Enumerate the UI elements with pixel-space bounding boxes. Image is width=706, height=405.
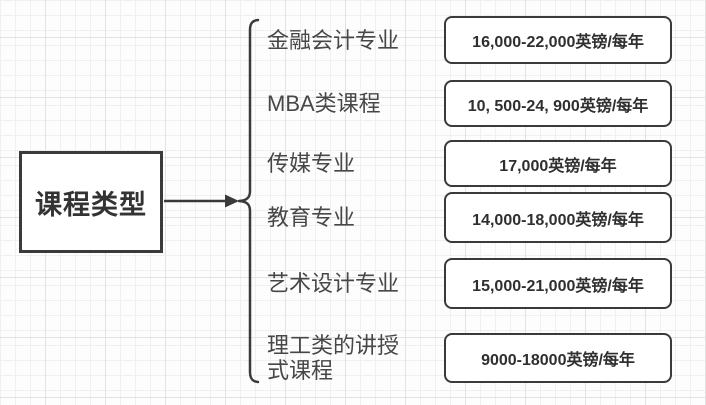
price-node: 16,000-22,000英镑/每年 [444, 16, 672, 64]
price-label: 10, 500-24, 900英镑/每年 [467, 97, 649, 115]
diagram-row: MBA类课程 10, 500-24, 900英镑/每年 [267, 80, 672, 127]
category-label: 理工类的讲授式课程 [267, 333, 400, 383]
diagram-row: 理工类的讲授式课程 9000-18000英镑/每年 [267, 333, 672, 383]
category-label: MBA类课程 [267, 91, 381, 116]
category-label: 传媒专业 [267, 151, 356, 176]
category-label: 金融会计专业 [267, 27, 400, 53]
category-label: 教育专业 [267, 205, 356, 230]
diagram-row: 传媒专业 17,000英镑/每年 [267, 140, 672, 187]
price-node: 14,000-18,000英镑/每年 [444, 192, 672, 243]
diagram-row: 教育专业 14,000-18,000英镑/每年 [267, 192, 672, 243]
root-node: 课程类型 [19, 151, 163, 253]
price-label: 14,000-18,000英镑/每年 [472, 211, 644, 229]
price-node: 15,000-21,000英镑/每年 [444, 258, 672, 309]
root-node-label: 课程类型 [35, 189, 147, 220]
diagram-row: 金融会计专业 16,000-22,000英镑/每年 [267, 16, 672, 64]
price-node: 9000-18000英镑/每年 [444, 333, 672, 383]
price-node: 17,000英镑/每年 [444, 140, 672, 187]
price-label: 9000-18000英镑/每年 [481, 352, 635, 369]
price-node: 10, 500-24, 900英镑/每年 [444, 80, 672, 127]
price-label: 16,000-22,000英镑/每年 [472, 34, 644, 51]
price-label: 15,000-21,000英镑/每年 [472, 277, 644, 295]
brace [237, 18, 260, 384]
diagram-row: 艺术设计专业 15,000-21,000英镑/每年 [267, 258, 672, 309]
arrow-head-icon [225, 194, 239, 208]
category-label: 艺术设计专业 [267, 271, 400, 296]
price-label: 17,000英镑/每年 [499, 157, 617, 175]
